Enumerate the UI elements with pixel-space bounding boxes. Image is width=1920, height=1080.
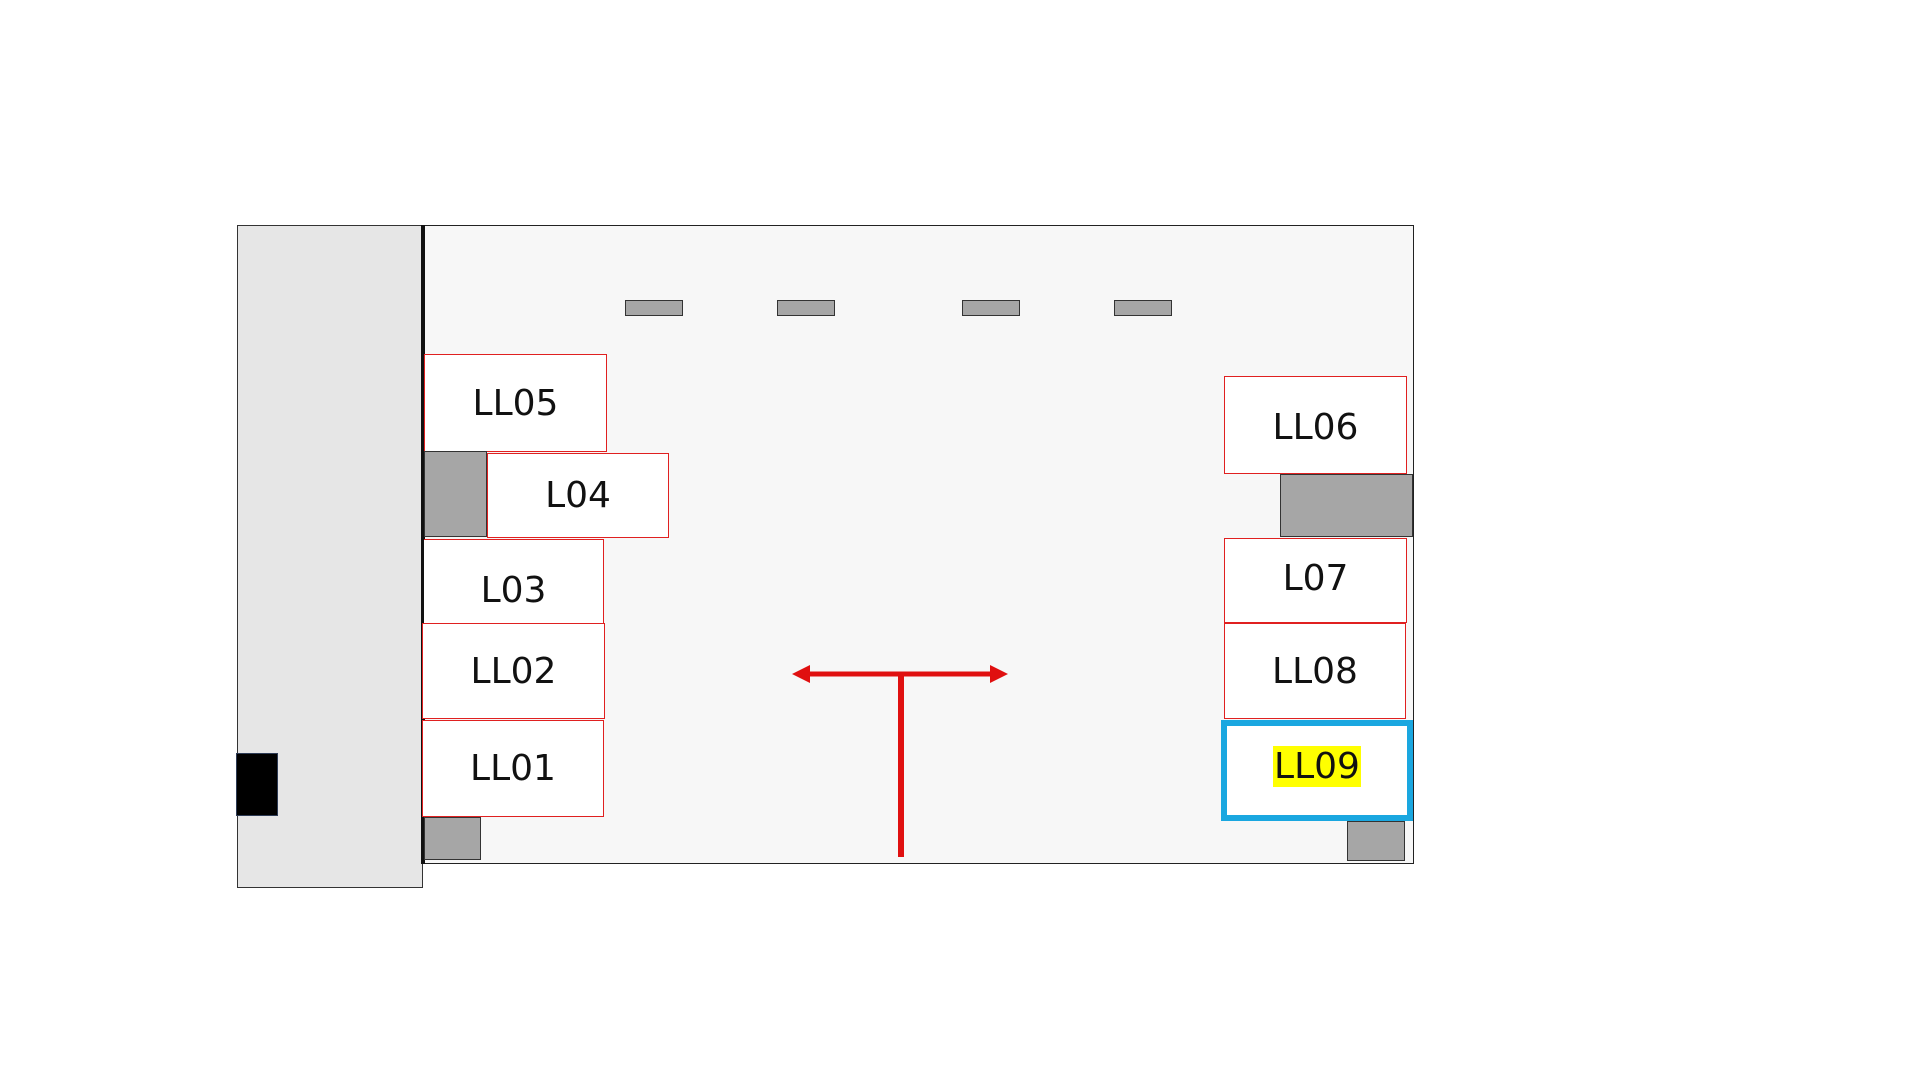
slot-l04[interactable]: L04 — [487, 453, 669, 538]
ceiling-fixture-2 — [777, 300, 835, 316]
slot-ll02[interactable]: LL02 — [422, 623, 605, 719]
ceiling-fixture-3 — [962, 300, 1020, 316]
entrance-door — [236, 753, 278, 816]
slot-label: LL08 — [1272, 650, 1358, 692]
slot-label: L03 — [480, 569, 547, 611]
slot-label: LL02 — [470, 650, 557, 692]
slot-label: LL01 — [470, 748, 556, 789]
slot-l03[interactable]: L03 — [424, 539, 604, 625]
ceiling-fixture-1 — [625, 300, 683, 316]
slot-label-highlighted: LL09 — [1273, 746, 1361, 787]
slot-label: L07 — [1282, 558, 1349, 599]
ceiling-fixture-4 — [1114, 300, 1172, 316]
slot-label: LL06 — [1272, 406, 1359, 448]
slot-ll01[interactable]: LL01 — [422, 720, 604, 817]
slot-ll05[interactable]: LL05 — [424, 354, 607, 452]
main-room-left-wall — [421, 225, 425, 864]
slot-ll08[interactable]: LL08 — [1224, 623, 1406, 719]
pillar-right-upper — [1280, 474, 1413, 537]
pillar-left-lower — [424, 817, 481, 860]
slot-label: LL05 — [472, 382, 559, 424]
slot-label: L04 — [545, 475, 611, 516]
slot-ll06[interactable]: LL06 — [1224, 376, 1407, 474]
slot-l07[interactable]: L07 — [1224, 538, 1407, 623]
slot-ll09-selected[interactable]: LL09 — [1221, 720, 1413, 821]
direction-arrow-icon — [792, 665, 1008, 857]
pillar-left-upper — [424, 451, 487, 537]
pillar-right-lower — [1347, 821, 1405, 861]
